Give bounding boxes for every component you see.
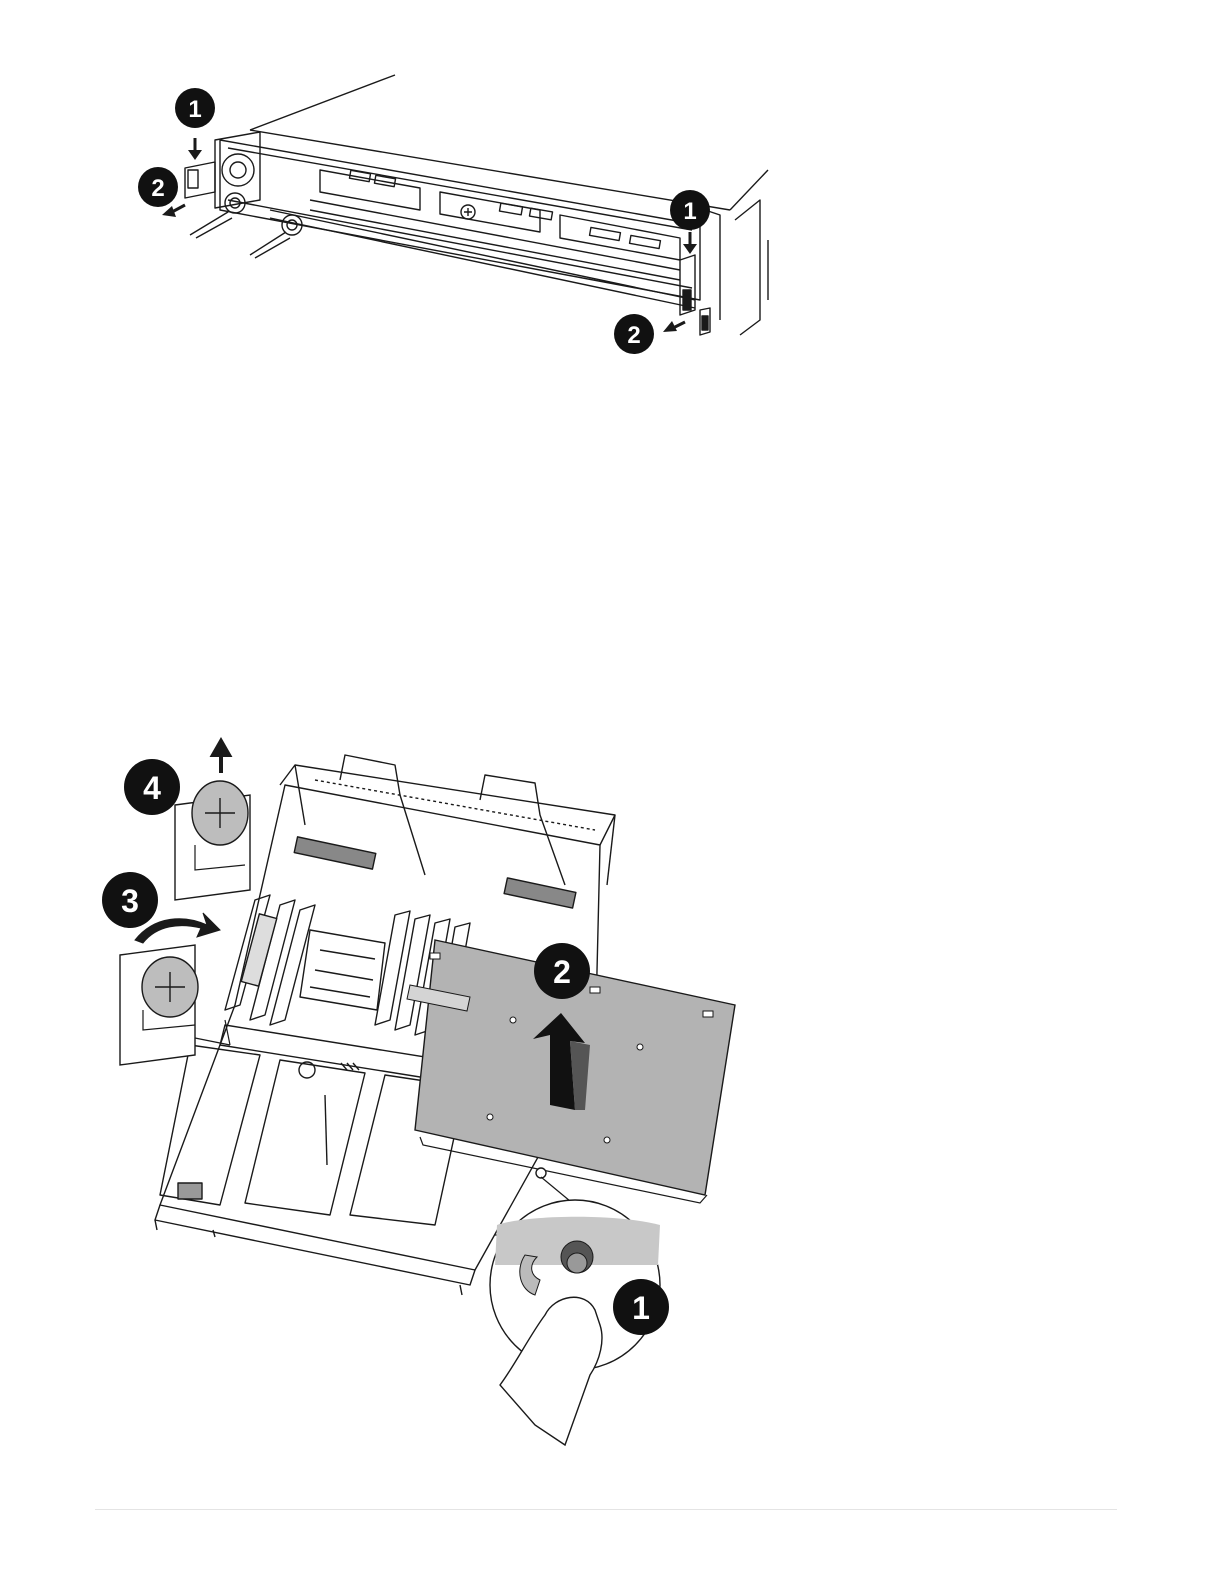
controller-latch-illustration: 1 2 1 2 xyxy=(120,60,800,380)
svg-text:1: 1 xyxy=(188,96,201,123)
callout-2-left: 2 xyxy=(138,167,178,207)
callout-4: 4 xyxy=(124,759,180,815)
svg-text:1: 1 xyxy=(683,198,696,225)
callout-3: 3 xyxy=(102,872,158,928)
callout-2-right: 2 xyxy=(614,314,654,354)
battery-replacement-illustration: 4 3 2 1 xyxy=(95,725,775,1465)
svg-text:2: 2 xyxy=(151,175,164,202)
svg-text:2: 2 xyxy=(627,322,640,349)
battery-holder-step-4 xyxy=(175,781,250,900)
callout-1-right: 1 xyxy=(670,190,710,230)
svg-text:1: 1 xyxy=(632,1290,650,1326)
callout-1-left: 1 xyxy=(175,88,215,128)
callout-2: 2 xyxy=(534,943,590,999)
svg-text:4: 4 xyxy=(143,770,161,806)
svg-text:2: 2 xyxy=(553,954,571,990)
svg-text:3: 3 xyxy=(121,883,139,919)
battery-holder-removed xyxy=(120,945,198,1065)
callout-1: 1 xyxy=(613,1279,669,1335)
footer-divider xyxy=(95,1509,1117,1510)
